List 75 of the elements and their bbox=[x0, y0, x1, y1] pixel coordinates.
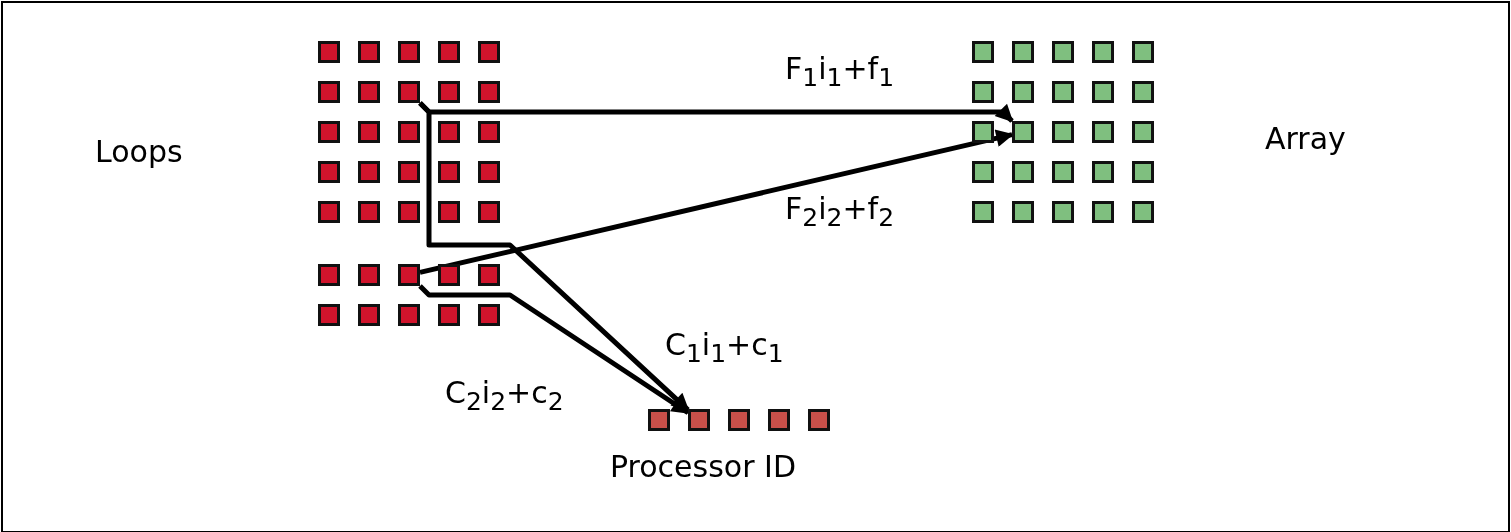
array-element bbox=[398, 304, 420, 326]
array-element bbox=[1052, 41, 1074, 63]
array-element bbox=[1052, 121, 1074, 143]
array-element bbox=[728, 409, 750, 431]
array-element bbox=[972, 161, 994, 183]
array-element bbox=[1092, 121, 1114, 143]
array-element bbox=[398, 161, 420, 183]
array-element bbox=[478, 121, 500, 143]
array-element bbox=[398, 264, 420, 286]
arrow bbox=[418, 284, 690, 415]
array-element bbox=[318, 121, 340, 143]
array-element bbox=[358, 81, 380, 103]
array-element bbox=[438, 81, 460, 103]
array-element bbox=[318, 161, 340, 183]
array-element bbox=[398, 41, 420, 63]
array-element bbox=[358, 201, 380, 223]
array-element bbox=[1012, 41, 1034, 63]
array-element bbox=[438, 304, 460, 326]
array-element bbox=[398, 201, 420, 223]
grid-label: Loops bbox=[95, 135, 183, 168]
array-element bbox=[438, 121, 460, 143]
array-element bbox=[1132, 161, 1154, 183]
array-element bbox=[358, 264, 380, 286]
array-element bbox=[438, 264, 460, 286]
arrow bbox=[419, 129, 1014, 275]
array-element bbox=[318, 201, 340, 223]
array-element bbox=[358, 304, 380, 326]
array-element bbox=[478, 304, 500, 326]
array-element bbox=[318, 41, 340, 63]
array-element bbox=[1012, 81, 1034, 103]
array-element bbox=[318, 304, 340, 326]
array-element bbox=[688, 409, 710, 431]
array-element bbox=[438, 201, 460, 223]
array-element bbox=[1132, 121, 1154, 143]
array-element bbox=[478, 264, 500, 286]
array-element bbox=[398, 121, 420, 143]
array-element bbox=[398, 81, 420, 103]
grid-label: Processor ID bbox=[610, 450, 796, 483]
array-element bbox=[648, 409, 670, 431]
array-element bbox=[972, 41, 994, 63]
array-element bbox=[808, 409, 830, 431]
array-element bbox=[1132, 81, 1154, 103]
array-element bbox=[1092, 201, 1114, 223]
array-element bbox=[478, 201, 500, 223]
array-element bbox=[478, 81, 500, 103]
array-element bbox=[358, 41, 380, 63]
array-element bbox=[972, 201, 994, 223]
array-element bbox=[438, 161, 460, 183]
array-element bbox=[1132, 201, 1154, 223]
array-element bbox=[1132, 41, 1154, 63]
array-element bbox=[1092, 81, 1114, 103]
array-element bbox=[972, 81, 994, 103]
array-element bbox=[1092, 41, 1114, 63]
edge-label: C$_{2}$i$_{2}$+c$_{2}$ bbox=[445, 376, 564, 416]
array-element bbox=[972, 121, 994, 143]
grid-label: Array bbox=[1265, 122, 1346, 155]
array-element bbox=[1012, 121, 1034, 143]
array-element bbox=[768, 409, 790, 431]
array-element bbox=[318, 81, 340, 103]
array-element bbox=[438, 41, 460, 63]
array-element bbox=[1052, 81, 1074, 103]
array-element bbox=[1092, 161, 1114, 183]
array-element bbox=[1012, 161, 1034, 183]
array-element bbox=[478, 41, 500, 63]
edge-label: C$_{1}$i$_{1}$+c$_{1}$ bbox=[665, 328, 784, 368]
array-element bbox=[358, 121, 380, 143]
array-element bbox=[1052, 201, 1074, 223]
array-element bbox=[478, 161, 500, 183]
edge-label: F$_{2}$i$_{2}$+f$_{2}$ bbox=[785, 192, 895, 232]
arrow bbox=[418, 101, 690, 412]
array-element bbox=[318, 264, 340, 286]
array-element bbox=[1052, 161, 1074, 183]
edge-label: F$_{1}$i$_{1}$+f$_{1}$ bbox=[785, 52, 895, 92]
array-element bbox=[358, 161, 380, 183]
array-element bbox=[1012, 201, 1034, 223]
